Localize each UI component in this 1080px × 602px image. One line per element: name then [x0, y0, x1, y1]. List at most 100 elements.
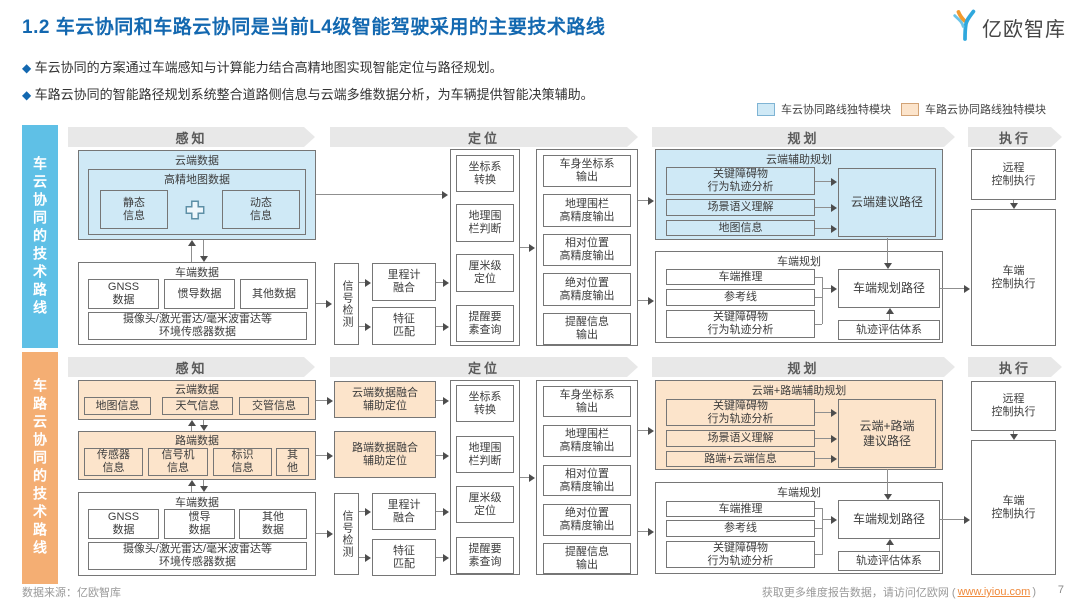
s2-column-header-perception: 感知 [68, 357, 315, 377]
s1-obstacle-analysis-box: 关键障碍物 行为轨迹分析 [666, 167, 815, 195]
s1-odometry-fusion-box: 里程计 融合 [372, 263, 436, 301]
s1-remote-exec-box: 远程 控制执行 [971, 149, 1056, 200]
s1-hdmap-title: 高精地图数据 [164, 174, 230, 186]
flow-arrow [815, 528, 822, 529]
s1-coord-transform-box: 坐标系 转换 [456, 155, 514, 192]
legend-blue-swatch [757, 102, 775, 116]
legend-orange-label: 车路云协同路线独特模块 [925, 104, 1046, 116]
flow-arrow [884, 238, 892, 269]
flow-arrow [638, 197, 654, 205]
s2-centimeter-loc-box: 厘米级 定位 [456, 486, 514, 523]
s1-column-header-localization: 定位 [330, 127, 638, 147]
flow-arrow [359, 323, 371, 331]
flow-arrow [436, 554, 449, 562]
s2-column-header-planning: 规划 [652, 357, 955, 377]
s1-reference-line-box: 参考线 [666, 289, 815, 306]
flow-arrow [886, 539, 894, 551]
flow-arrow [316, 300, 332, 308]
data-source: 数据来源：亿欧智库 [22, 587, 121, 599]
s1-absolute-pos-output-box: 绝对位置 高精度输出 [543, 273, 631, 306]
flow-arrow [815, 324, 822, 325]
s2-imu-box: 惯导 数据 [164, 509, 235, 539]
flow-arrow [520, 474, 535, 482]
s2-feature-match-box: 特征 匹配 [372, 539, 436, 576]
flow-arrow [815, 409, 837, 417]
s2-reminder-output-box: 提醒信息 输出 [543, 543, 631, 574]
flow-arrow [815, 554, 822, 555]
s1-plus-icon [184, 199, 206, 221]
s1-feature-match-box: 特征 匹配 [372, 307, 436, 345]
s2-relative-pos-output-box: 相对位置 高精度输出 [543, 465, 631, 496]
flow-arrow [316, 397, 333, 405]
flow-arrow [436, 452, 449, 460]
s1-gnss-box: GNSS 数据 [88, 279, 159, 309]
s2-road-data-title: 路端数据 [175, 435, 219, 447]
s2-cloud-plan-title: 云端+路端辅助规划 [751, 385, 847, 397]
s2-road-fusion-loc-box: 路端数据融合 辅助定位 [334, 431, 436, 478]
flow-arrow [815, 277, 822, 278]
flow-arrow [638, 528, 654, 536]
s2-sensors-box: 摄像头/激光雷达/毫米波雷达等 环境传感器数据 [88, 542, 307, 570]
s2-road-sensor-box: 传感器 信息 [84, 448, 143, 476]
sidebar-vehicle-road-cloud-route: 车路云协同的技术路线 [22, 352, 58, 584]
s1-vehicle-data-title: 车端数据 [175, 267, 219, 279]
s2-column-header-execution: 执行 [968, 357, 1062, 377]
s1-vehicle-inference-box: 车端推理 [666, 269, 815, 285]
s2-vehicle-data-title: 车端数据 [175, 497, 219, 509]
flow-arrow [359, 279, 371, 287]
s1-signal-detect-box: 信号检测 [334, 263, 359, 345]
flow-arrow [436, 279, 449, 287]
flow-arrow [316, 191, 448, 199]
s1-other-box: 其他数据 [240, 279, 308, 309]
bullet-point-2: 车路云协同的智能路径规划系统整合道路侧信息与云端多维数据分析，为车辆提供智能决策… [22, 84, 594, 103]
s2-road-cloud-info-box: 路端+云端信息 [666, 451, 815, 467]
s1-map-info-box: 地图信息 [666, 220, 815, 236]
flow-arrow [815, 435, 837, 443]
flow-arrow [188, 480, 196, 492]
s1-sensors-box: 摄像头/激光雷达/毫米波雷达等 环境传感器数据 [88, 312, 307, 340]
s1-vehicle-plan-title: 车端规划 [777, 256, 821, 268]
s2-obstacle-analysis2-box: 关键障碍物 行为轨迹分析 [666, 541, 815, 568]
footer-note-suffix: ) [1032, 586, 1036, 598]
s1-cloud-plan-title: 云端辅助规划 [766, 154, 832, 166]
flow-arrow [815, 508, 822, 509]
flow-arrow [436, 508, 449, 516]
brand-logo-text: 亿欧智库 [982, 19, 1066, 41]
s2-obstacle-analysis-box: 关键障碍物 行为轨迹分析 [666, 399, 815, 426]
flow-arrow [436, 397, 449, 405]
s2-signal-machine-box: 信号机 信息 [148, 448, 208, 476]
s2-vehicle-inference-box: 车端推理 [666, 501, 815, 517]
footer-note-prefix: 获取更多维度报告数据，请访问亿欧网 ( [761, 587, 956, 599]
s1-centimeter-loc-box: 厘米级 定位 [456, 254, 514, 292]
flow-arrow [188, 240, 196, 262]
s2-geofence-output-box: 地理围栏 高精度输出 [543, 425, 631, 457]
s2-reference-line-box: 参考线 [666, 520, 815, 537]
s2-cloud-data-title: 云端数据 [175, 384, 219, 396]
page-number: 7 [1057, 584, 1064, 596]
s1-geofence-output-box: 地理围栏 高精度输出 [543, 194, 631, 227]
flow-arrow [638, 427, 654, 435]
legend-orange-module: 车路云协同路线独特模块 [901, 101, 1046, 117]
s1-reminder-query-box: 提醒要 素查询 [456, 305, 514, 342]
flow-arrow [884, 469, 892, 500]
s1-cloud-suggest-path-box: 云端建议路径 [838, 168, 936, 237]
s1-geofence-judge-box: 地理围 栏判断 [456, 204, 514, 242]
flow-arrow [940, 285, 970, 293]
flow-arrow [815, 178, 837, 186]
s2-vehicle-plan-title: 车端规划 [777, 487, 821, 499]
s2-coord-transform-box: 坐标系 转换 [456, 385, 514, 422]
s1-vehicle-exec-box: 车端 控制执行 [971, 209, 1056, 346]
footer-link[interactable]: www.iyiou.com [957, 586, 1031, 598]
flow-arrow [1010, 431, 1018, 440]
s1-vehicle-plan-path-box: 车端规划路径 [838, 269, 940, 308]
flow-arrow [316, 530, 333, 538]
flow-arrow [940, 516, 970, 524]
s2-absolute-pos-output-box: 绝对位置 高精度输出 [543, 504, 631, 536]
legend-blue-module: 车云协同路线独特模块 [757, 101, 891, 117]
s1-body-coord-output-box: 车身坐标系 输出 [543, 155, 631, 187]
flow-arrow [316, 452, 333, 460]
s1-column-header-execution: 执行 [968, 127, 1062, 147]
s2-cloud-road-path-box: 云端+路端 建议路径 [838, 399, 936, 468]
flow-arrow [815, 225, 837, 233]
